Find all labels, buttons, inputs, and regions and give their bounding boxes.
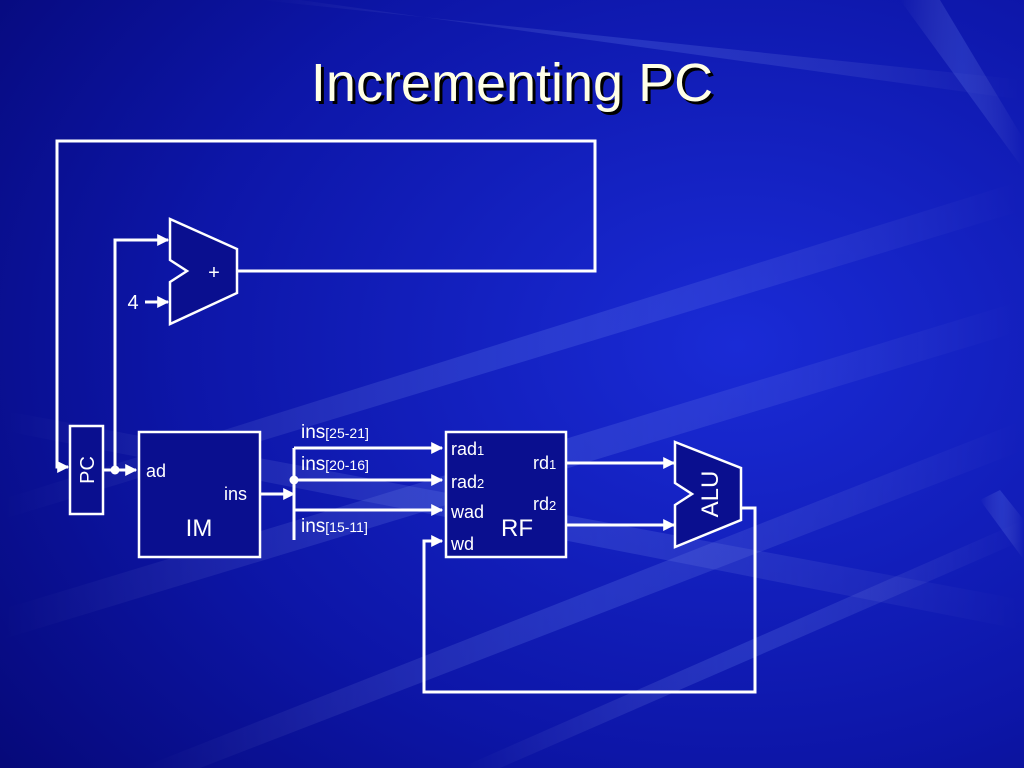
- bus3-prefix: ins: [301, 516, 325, 537]
- alu-to-wd-feedback-wire: [422, 506, 757, 694]
- const-four-label: 4: [127, 292, 138, 314]
- rf-port-rad1: rad1: [451, 439, 484, 459]
- rd2-sub: 2: [549, 498, 556, 513]
- rd1-base: rd: [533, 453, 549, 473]
- bus1-range: [25-21]: [325, 425, 369, 441]
- adder-block: [168, 217, 239, 326]
- rad2-sub: 2: [477, 476, 484, 491]
- rd2-base: rd: [533, 494, 549, 514]
- pc-register: [68, 424, 105, 516]
- adder-plus-label: +: [208, 262, 220, 284]
- rf-block: [444, 430, 568, 559]
- rf-port-wad: wad: [450, 502, 484, 522]
- rf-port-wd: wd: [450, 534, 474, 554]
- rad2-base: rad: [451, 472, 477, 492]
- bus-label-15-11: ins[15-11]: [301, 516, 368, 537]
- rad1-base: rad: [451, 439, 477, 459]
- bus-label-25-21: ins[25-21]: [301, 422, 369, 443]
- slide-title: Incrementing PC: [310, 53, 714, 113]
- bus-label-20-16: ins[20-16]: [301, 454, 369, 475]
- bus1-prefix: ins: [301, 422, 325, 443]
- im-port-ins: ins: [224, 484, 247, 504]
- im-block: [137, 430, 262, 559]
- rf-port-rad2: rad2: [451, 472, 484, 492]
- alu-block: [673, 440, 743, 549]
- bus3-range: [15-11]: [325, 519, 368, 535]
- rad1-sub: 1: [477, 443, 484, 458]
- rf-port-rd1: rd1: [533, 453, 556, 473]
- rf-name: RF: [501, 515, 533, 542]
- rd1-sub: 1: [549, 457, 556, 472]
- pc-junction-dot: [110, 465, 120, 475]
- im-port-ad: ad: [146, 461, 166, 481]
- pc-label: PC: [77, 456, 99, 484]
- im-name: IM: [186, 515, 213, 542]
- alu-label: ALU: [697, 471, 724, 518]
- bus2-prefix: ins: [301, 454, 325, 475]
- bus2-range: [20-16]: [325, 457, 369, 473]
- rf-port-rd2: rd2: [533, 494, 556, 514]
- pc-to-adder-wire: [113, 234, 170, 470]
- adder-to-pc-feedback-wire: [55, 139, 597, 473]
